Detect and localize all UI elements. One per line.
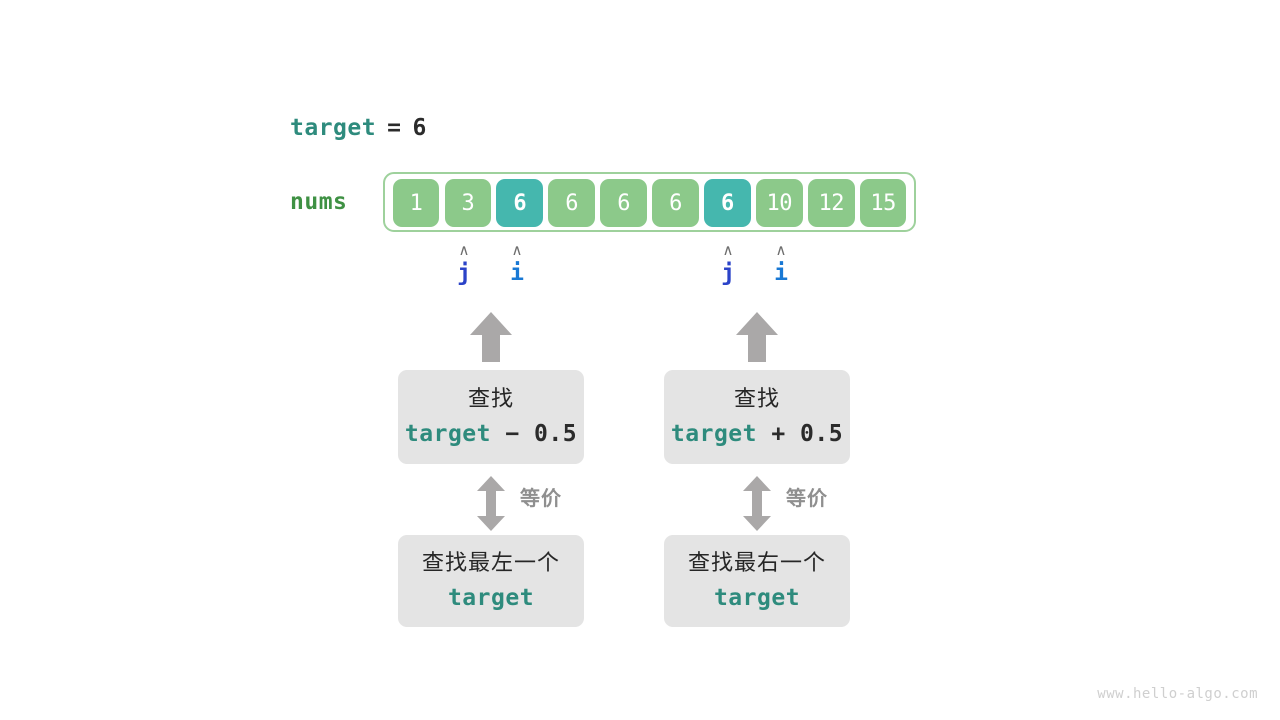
equivalence-label-right: 等价 xyxy=(786,486,828,510)
box-target-keyword: target xyxy=(447,585,535,611)
array-cell: 6 xyxy=(600,179,647,227)
expr-number: 0.5 xyxy=(534,421,578,447)
pointer-label: j xyxy=(721,260,735,286)
box-expression: target − 0.5 xyxy=(405,417,577,451)
target-variable-name: target xyxy=(290,115,377,141)
array-cell: 15 xyxy=(859,179,907,227)
array-cell: 6 xyxy=(652,179,699,227)
pointer-j-right: ∧ j xyxy=(708,243,748,287)
expr-operator: − xyxy=(491,421,535,447)
equivalence-label-left: 等价 xyxy=(520,486,562,510)
search-meaning-box-left: 查找最左一个 target xyxy=(398,535,584,627)
array-cell: 10 xyxy=(755,179,803,227)
expr-number: 0.5 xyxy=(800,421,844,447)
array-cell: 6 xyxy=(548,179,596,227)
box-line-description: 查找最右一个 xyxy=(687,551,826,576)
box-expression: target + 0.5 xyxy=(671,417,843,451)
caret-up-icon: ∧ xyxy=(722,241,734,259)
target-value: 6 xyxy=(412,115,427,141)
array-cell-highlighted: 6 xyxy=(496,179,544,227)
array-label: nums xyxy=(290,189,348,215)
box-target-keyword: target xyxy=(713,585,801,611)
pointer-j-left: ∧ j xyxy=(444,243,484,287)
arrow-bidirectional-left-icon xyxy=(476,476,506,531)
array-cell-highlighted: 6 xyxy=(704,179,751,227)
search-expression-box-right: 查找 target + 0.5 xyxy=(664,370,850,464)
expr-variable: target xyxy=(404,421,491,447)
box-line-search: 查找 xyxy=(733,387,780,412)
box-line-description: 查找最左一个 xyxy=(421,551,560,576)
search-meaning-box-right: 查找最右一个 target xyxy=(664,535,850,627)
arrow-bidirectional-right-icon xyxy=(742,476,772,531)
pointer-i-right: ∧ i xyxy=(761,243,801,287)
array-cell: 12 xyxy=(807,179,855,227)
pointer-label: i xyxy=(510,260,524,286)
arrow-up-right-icon xyxy=(734,312,780,362)
expr-variable: target xyxy=(670,421,757,447)
caret-up-icon: ∧ xyxy=(511,241,523,259)
search-expression-box-left: 查找 target − 0.5 xyxy=(398,370,584,464)
pointer-label: i xyxy=(774,260,788,286)
caret-up-icon: ∧ xyxy=(458,241,470,259)
array-container: 1 3 6 6 6 6 6 10 12 15 xyxy=(383,172,916,232)
pointer-i-left: ∧ i xyxy=(497,243,537,287)
array-cell: 3 xyxy=(444,179,492,227)
expr-operator: + xyxy=(757,421,801,447)
array-cell: 1 xyxy=(392,179,440,227)
equals-operator: = xyxy=(387,115,402,141)
pointer-label: j xyxy=(457,260,471,286)
arrow-up-left-icon xyxy=(468,312,514,362)
box-line-search: 查找 xyxy=(467,387,514,412)
target-declaration: target = 6 xyxy=(290,110,427,146)
site-watermark: www.hello-algo.com xyxy=(1097,686,1258,702)
caret-up-icon: ∧ xyxy=(775,241,787,259)
